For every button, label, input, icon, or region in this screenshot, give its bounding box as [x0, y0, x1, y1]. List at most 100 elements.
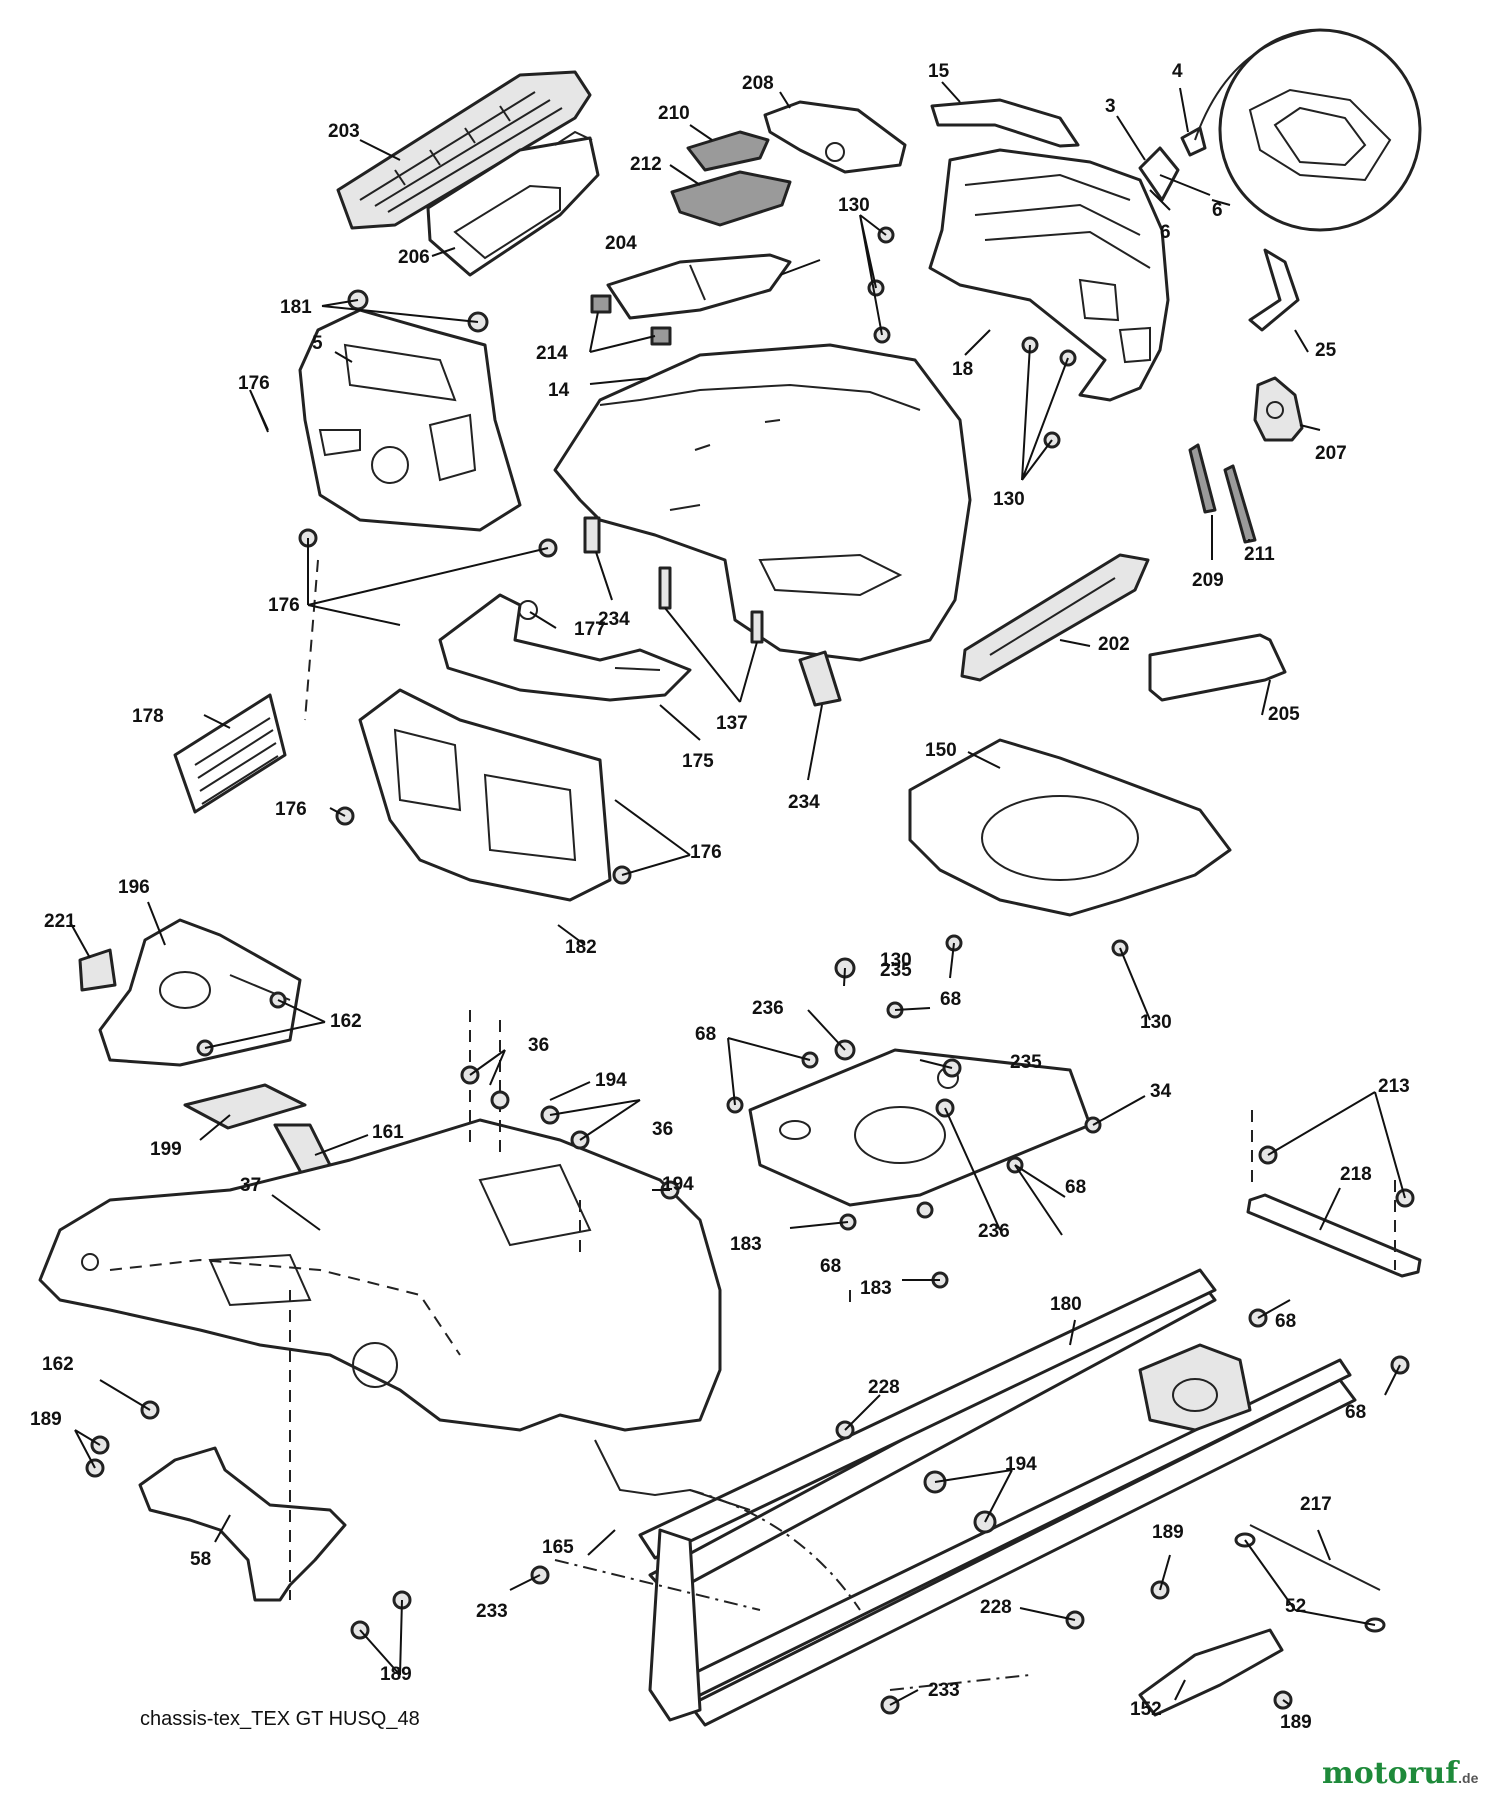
callout-233-bottom: 233 — [928, 1680, 960, 1701]
callout-189-shield: 189 — [1152, 1522, 1184, 1543]
callout-189-topleft: 189 — [30, 1409, 62, 1430]
callout-36-mid: 36 — [652, 1119, 673, 1140]
callout-165: 165 — [542, 1537, 574, 1558]
callout-214: 214 — [536, 343, 568, 364]
part-180-frame — [638, 1268, 1357, 1727]
callout-14: 14 — [548, 380, 570, 401]
part-drawings — [38, 28, 1422, 1727]
part-18-hood-front — [928, 148, 1170, 402]
callout-152: 152 — [1130, 1699, 1162, 1720]
callout-181: 181 — [280, 297, 312, 318]
part-209-211-grilles — [1188, 443, 1257, 544]
part-15-strip — [930, 98, 1080, 148]
callout-204: 204 — [605, 233, 637, 254]
callout-178: 178 — [132, 706, 164, 727]
part-37-footplate — [38, 1118, 722, 1432]
callout-199: 199 — [150, 1139, 182, 1160]
callout-236-top: 236 — [752, 998, 784, 1019]
callout-182: 182 — [565, 937, 597, 958]
callout-137: 137 — [716, 713, 748, 734]
callout-194-mid: 194 — [662, 1174, 694, 1195]
callout-130-mid: 130 — [993, 489, 1025, 510]
callout-176-lowleft: 176 — [275, 799, 307, 820]
callout-175: 175 — [682, 751, 714, 772]
callout-228-bottom: 228 — [980, 1597, 1012, 1618]
watermark-logo: motoruf.de — [1322, 1756, 1478, 1791]
callout-234-lower: 234 — [788, 792, 820, 813]
part-207-switch-cover — [1253, 376, 1304, 442]
part-218-plate — [1246, 1193, 1422, 1278]
part-152-shield — [1138, 1628, 1284, 1717]
callout-206: 206 — [398, 247, 430, 268]
callout-3: 3 — [1105, 96, 1116, 117]
callout-68-right: 68 — [1065, 1177, 1086, 1198]
callout-217: 217 — [1300, 1494, 1332, 1515]
part-202-grille — [960, 553, 1150, 682]
callout-162-floor: 162 — [42, 1354, 74, 1375]
callout-180: 180 — [1050, 1294, 1082, 1315]
callout-208: 208 — [742, 73, 774, 94]
callout-176-mid: 176 — [268, 595, 300, 616]
callout-18: 18 — [952, 359, 973, 380]
callout-212: 212 — [630, 154, 662, 175]
callout-177: 177 — [574, 619, 606, 640]
diagram-caption: chassis-tex_TEX GT HUSQ_48 — [140, 1708, 420, 1730]
part-196-221-console — [78, 918, 302, 1067]
callout-228-top: 228 — [868, 1377, 900, 1398]
callout-labels: 203 206 210 212 208 15 3 4 6 6 130 204 1… — [30, 61, 1410, 1733]
callout-235-mid: 235 — [1010, 1052, 1042, 1073]
callout-176-topleft: 176 — [238, 373, 270, 394]
part-150-panel — [908, 738, 1232, 917]
part-208-cover — [763, 100, 907, 174]
callout-68-bottom: 68 — [820, 1256, 841, 1277]
callout-58: 58 — [190, 1549, 211, 1570]
callout-210: 210 — [658, 103, 690, 124]
callout-6-right: 6 — [1212, 200, 1223, 221]
callout-183-bottom: 183 — [860, 1278, 892, 1299]
callout-205: 205 — [1268, 704, 1300, 725]
part-3-4-6-clips — [1138, 126, 1207, 202]
part-204-cover — [606, 253, 792, 320]
callout-68-bracket: 68 — [1275, 1311, 1296, 1332]
callout-34: 34 — [1150, 1081, 1172, 1102]
callout-202: 202 — [1098, 634, 1130, 655]
callout-189-bottomright: 189 — [1280, 1712, 1312, 1733]
callout-68-topright: 68 — [940, 989, 961, 1010]
callout-162-console: 162 — [330, 1011, 362, 1032]
part-210-212-grilles — [670, 130, 792, 227]
callout-52: 52 — [1285, 1596, 1306, 1617]
callout-25: 25 — [1315, 340, 1337, 361]
callout-211: 211 — [1244, 544, 1275, 565]
callout-221: 221 — [44, 911, 76, 932]
part-234-137-decals — [583, 516, 842, 707]
callout-194-top: 194 — [595, 1070, 627, 1091]
part-217-52-rod — [1234, 1524, 1386, 1633]
callout-130-top: 130 — [838, 195, 870, 216]
assembly-lines — [289, 559, 1396, 1691]
part-203-grille — [336, 70, 592, 230]
callout-15: 15 — [928, 61, 950, 82]
watermark-suffix: .de — [1458, 1770, 1479, 1786]
part-34-plate — [748, 1048, 1092, 1207]
callout-130-bottom: 130 — [1140, 1012, 1172, 1033]
watermark-brand: motoruf — [1322, 1756, 1459, 1791]
part-25-clip — [1248, 248, 1300, 332]
callout-161: 161 — [372, 1122, 404, 1143]
callout-37: 37 — [240, 1175, 261, 1196]
callout-150: 150 — [925, 740, 957, 761]
callout-209: 209 — [1192, 570, 1224, 591]
callout-194-frame: 194 — [1005, 1454, 1037, 1475]
callout-233-left: 233 — [476, 1601, 508, 1622]
callout-189-bottomleft: 189 — [380, 1664, 412, 1685]
part-205-cover — [1148, 633, 1287, 702]
part-206-bracket — [426, 130, 600, 277]
callout-36-top: 36 — [528, 1035, 549, 1056]
part-182-lower-dash — [358, 688, 612, 902]
callout-218: 218 — [1340, 1164, 1372, 1185]
callout-6-left: 6 — [1160, 222, 1171, 243]
callout-176-lowright: 176 — [690, 842, 722, 863]
part-5-dash — [298, 308, 522, 532]
part-14-hood — [553, 343, 972, 662]
callout-183-left: 183 — [730, 1234, 762, 1255]
